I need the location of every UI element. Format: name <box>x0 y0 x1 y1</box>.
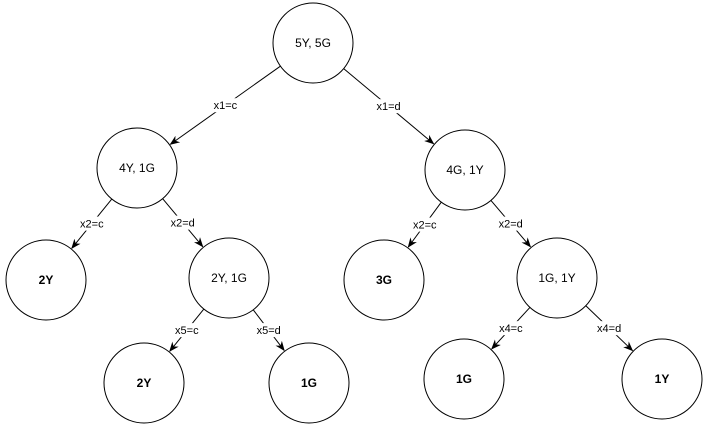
node-leaf-ld-c: 2Y <box>103 342 185 424</box>
nodes-layer: 5Y, 5G 4Y, 1G 4G, 1Y 2Y 2Y, 1G 3G 1G, 1Y 2Y 1G 1G… <box>5 2 703 424</box>
node-n-left-d: 2Y, 1G <box>188 237 270 319</box>
node-label: 2Y <box>39 273 54 287</box>
node-leaf-ld-d: 1G <box>268 342 350 424</box>
node-circle <box>96 127 178 209</box>
node-circle <box>621 338 703 420</box>
node-label: 4Y, 1G <box>119 161 155 175</box>
edge-label-background <box>253 323 284 338</box>
edge-label: x4=c <box>499 323 523 335</box>
edge-label: x5=c <box>175 325 199 337</box>
edge-n-left-d-to-leaf-ld-d: x5=d <box>252 309 285 352</box>
node-circle <box>424 129 506 211</box>
edge-n-right-d-to-leaf-rd-c: x4=c <box>491 307 531 350</box>
node-circle <box>423 338 505 420</box>
edge-n-left-to-n-left-d: x2=d <box>162 198 204 248</box>
edge-label-background <box>76 216 108 231</box>
edge-label: x1=d <box>377 101 401 113</box>
node-leaf-left-c: 2Y <box>5 239 87 321</box>
node-label: 1G <box>456 372 472 386</box>
edge-label-background <box>409 217 440 232</box>
edge-n-right-d-to-leaf-rd-d: x4=d <box>585 305 634 352</box>
edge-label-background <box>593 321 625 336</box>
edge-label: x2=d <box>499 219 523 231</box>
node-circle <box>272 2 354 84</box>
node-label: 1G, 1Y <box>538 271 575 285</box>
edge-label: x2=d <box>171 218 195 230</box>
edge-n-right-to-n-right-d: x2=d <box>490 200 532 248</box>
edge-label: x5=d <box>257 325 281 337</box>
node-label: 2Y, 1G <box>211 271 247 285</box>
edge-label-background <box>210 98 241 113</box>
node-circle <box>516 237 598 319</box>
node-circle <box>103 342 185 424</box>
node-circle <box>268 342 350 424</box>
edge-label-background <box>373 99 404 114</box>
node-label: 2Y <box>137 376 152 390</box>
edge-label: x4=d <box>597 323 621 335</box>
node-root: 5Y, 5G <box>272 2 354 84</box>
edge-n-left-d-to-leaf-ld-c: x5=c <box>169 308 205 352</box>
node-leaf-rd-c: 1G <box>423 338 505 420</box>
edge-label-background <box>167 215 198 230</box>
node-n-right-d: 1G, 1Y <box>516 237 598 319</box>
edge-n-right-to-leaf-right-c: x2=c <box>407 201 442 248</box>
node-label: 1G <box>301 376 317 390</box>
node-label: 4G, 1Y <box>446 163 483 177</box>
node-circle <box>188 237 270 319</box>
edge-label-background <box>495 321 527 336</box>
edge-label-background <box>495 216 526 231</box>
edge-label: x2=c <box>413 220 437 232</box>
node-n-right: 4G, 1Y <box>424 129 506 211</box>
node-n-left: 4Y, 1G <box>96 127 178 209</box>
edges-layer: x1=c x1=d x2=c x2=d x2=c x2=d x5=c x5=d x4=c x4=d <box>71 65 634 352</box>
node-leaf-right-c: 3G <box>343 239 425 321</box>
edge-label: x2=c <box>80 219 104 231</box>
node-circle <box>5 239 87 321</box>
node-label: 3G <box>376 273 392 287</box>
edge-root-to-n-right: x1=d <box>343 68 435 145</box>
edge-root-to-n-left: x1=c <box>169 65 281 145</box>
edge-n-left-to-leaf-left-c: x2=c <box>71 198 113 249</box>
node-leaf-rd-d: 1Y <box>621 338 703 420</box>
node-circle <box>343 239 425 321</box>
edge-label-background <box>171 323 203 338</box>
node-label: 5Y, 5G <box>295 36 331 50</box>
edge-label: x1=c <box>214 100 238 112</box>
node-label: 1Y <box>655 372 670 386</box>
